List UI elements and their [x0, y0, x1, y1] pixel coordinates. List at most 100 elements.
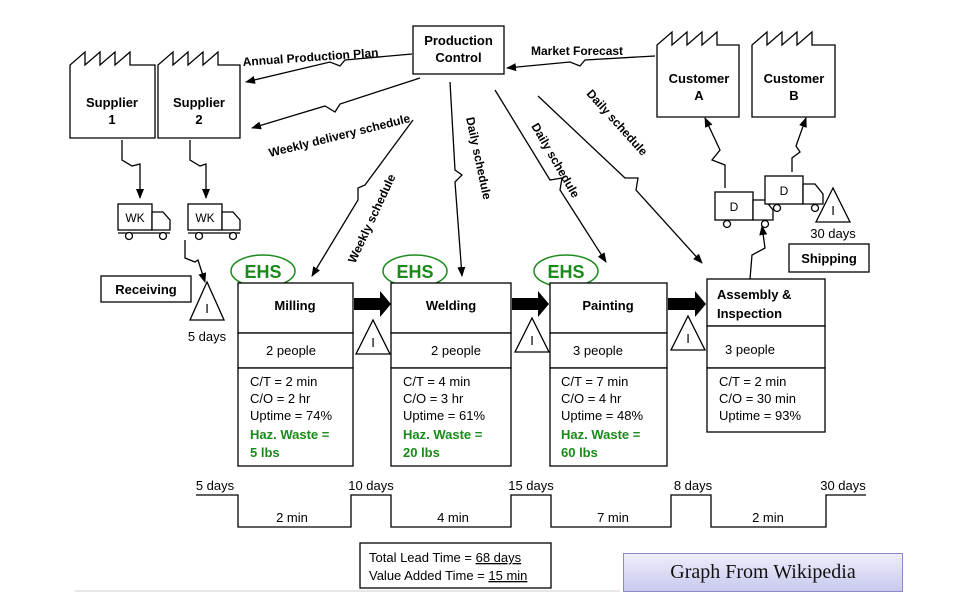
shipping-box: Shipping: [788, 243, 870, 273]
process-co: C/O = 30 min: [719, 391, 796, 406]
process-name: Milling: [274, 298, 315, 313]
weekly-delivery-label: Weekly delivery schedule: [267, 111, 412, 160]
total-lead-time-value: 68 days: [476, 550, 522, 565]
process-haz-waste-value: 20 lbs: [403, 445, 440, 460]
process-name-line-2: Inspection: [717, 306, 782, 321]
shipping-inventory: I: [814, 186, 852, 223]
receiving-days: 5 days: [188, 329, 227, 344]
push-arrow-3: [668, 291, 706, 317]
timeline-days-2: 10 days: [348, 478, 394, 493]
process-uptime: Uptime = 74%: [250, 408, 332, 423]
production-control-label-1: Production: [424, 33, 493, 48]
process-ct: C/T = 4 min: [403, 374, 470, 389]
production-control-label-2: Control: [435, 50, 481, 65]
shipping-label: Shipping: [801, 251, 857, 266]
process-haz-waste-label: Haz. Waste =: [403, 427, 483, 442]
ehs-badge-welding: EHS: [382, 254, 448, 288]
supplier-2: Supplier 2: [157, 50, 241, 139]
supplier-truck-2: WK: [187, 203, 241, 241]
supplier-1-label-2: 1: [108, 112, 115, 127]
customer-truck-1-label: D: [730, 200, 739, 214]
ehs-label: EHS: [244, 262, 281, 282]
process-people: 2 people: [266, 343, 316, 358]
timeline-days-5: 30 days: [820, 478, 866, 493]
customer-b-label-2: B: [789, 88, 798, 103]
daily-schedule-3-arrow: [537, 95, 703, 264]
supplier-truck-1: WK: [117, 203, 171, 241]
process-name-line-1: Assembly &: [717, 287, 791, 302]
market-forecast-arrow: [506, 55, 656, 72]
total-lead-time: Total Lead Time = 68 days: [369, 550, 522, 565]
annual-plan-label: Annual Production Plan: [242, 46, 379, 69]
daily-schedule-2-arrow: [494, 89, 607, 263]
process-name: Painting: [582, 298, 633, 313]
process-haz-waste-value: 5 lbs: [250, 445, 280, 460]
timeline-days-4: 8 days: [674, 478, 713, 493]
daily-schedule-2-label: Daily schedule: [528, 121, 582, 201]
process-co: C/O = 4 hr: [561, 391, 622, 406]
shipping-days: 30 days: [810, 226, 856, 241]
supplier-2-label-2: 2: [195, 112, 202, 127]
customer-truck-2-label: D: [780, 184, 789, 198]
inventory-symbol: I: [371, 335, 375, 350]
process-haz-waste-value: 60 lbs: [561, 445, 598, 460]
timeline-days-1: 5 days: [196, 478, 235, 493]
supplier-1-label-1: Supplier: [86, 95, 138, 110]
total-lead-time-label: Total Lead Time =: [369, 550, 476, 565]
process-assembly-inspection: Assembly & Inspection 3 people C/T = 2 m…: [706, 278, 826, 433]
ehs-label: EHS: [547, 262, 584, 282]
daily-schedule-1-label: Daily schedule: [463, 116, 494, 201]
shipping-inventory-symbol: I: [831, 203, 835, 218]
value-added-time-value: 15 min: [488, 568, 527, 583]
timeline-time-1: 2 min: [276, 510, 308, 525]
customer-a-label-1: Customer: [669, 71, 730, 86]
value-added-time: Value Added Time = 15 min: [369, 568, 527, 583]
inventory-symbol: I: [530, 333, 534, 348]
ehs-label: EHS: [396, 262, 433, 282]
timeline-days-3: 15 days: [508, 478, 554, 493]
ehs-badge-painting: EHS: [533, 254, 599, 288]
process-uptime: Uptime = 48%: [561, 408, 643, 423]
market-forecast-label: Market Forecast: [531, 44, 623, 58]
process-co: C/O = 3 hr: [403, 391, 464, 406]
inventory-1: I: [354, 318, 392, 355]
ehs-badge-milling: EHS: [230, 254, 296, 288]
value-added-time-label: Value Added Time =: [369, 568, 488, 583]
timeline-time-4: 2 min: [752, 510, 784, 525]
process-uptime: Uptime = 61%: [403, 408, 485, 423]
process-name: Welding: [426, 298, 476, 313]
information-flows: Annual Production Plan Market Forecast W…: [242, 44, 703, 277]
customer-truck-2: D: [764, 175, 824, 213]
inventory-3: I: [669, 314, 707, 351]
process-milling: Milling 2 people C/T = 2 min C/O = 2 hr …: [237, 282, 354, 467]
weekly-schedule-arrow: [311, 119, 414, 277]
receiving-inventory: I: [188, 280, 226, 321]
customer-a: Customer A: [656, 30, 740, 118]
receiving-inventory-symbol: I: [205, 301, 209, 316]
summary-box: Total Lead Time = 68 days Value Added Ti…: [359, 542, 552, 589]
process-people: 2 people: [431, 343, 481, 358]
customer-b: Customer B: [751, 30, 836, 118]
process-uptime: Uptime = 93%: [719, 408, 801, 423]
supplier-truck-2-label: WK: [195, 211, 214, 225]
push-arrow-2: [512, 291, 549, 317]
supplier-truck-1-label: WK: [125, 211, 144, 225]
process-welding: Welding 2 people C/T = 4 min C/O = 3 hr …: [390, 282, 512, 467]
assembly-to-truck-arrow: [749, 225, 768, 280]
daily-schedule-1-arrow: [449, 81, 466, 277]
process-haz-waste-label: Haz. Waste =: [561, 427, 641, 442]
customer-truck-1: D: [714, 191, 774, 229]
production-control: Production Control: [412, 25, 505, 75]
receiving-box: Receiving: [100, 275, 192, 303]
process-painting: Painting 3 people C/T = 7 min C/O = 4 hr…: [549, 282, 668, 467]
process-people: 3 people: [573, 343, 623, 358]
annual-plan-arrow: [245, 53, 413, 84]
timeline-time-3: 7 min: [597, 510, 629, 525]
supplier-1: Supplier 1: [69, 50, 156, 139]
customer-b-signal: [791, 117, 807, 172]
customer-b-label-1: Customer: [764, 71, 825, 86]
weekly-delivery-arrow: [251, 77, 421, 130]
process-co: C/O = 2 hr: [250, 391, 311, 406]
